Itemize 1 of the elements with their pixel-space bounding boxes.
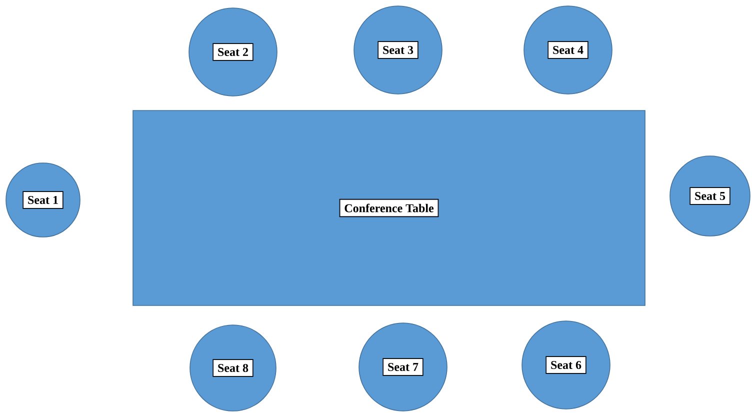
table-rectangle: Conference Table	[132, 110, 646, 306]
